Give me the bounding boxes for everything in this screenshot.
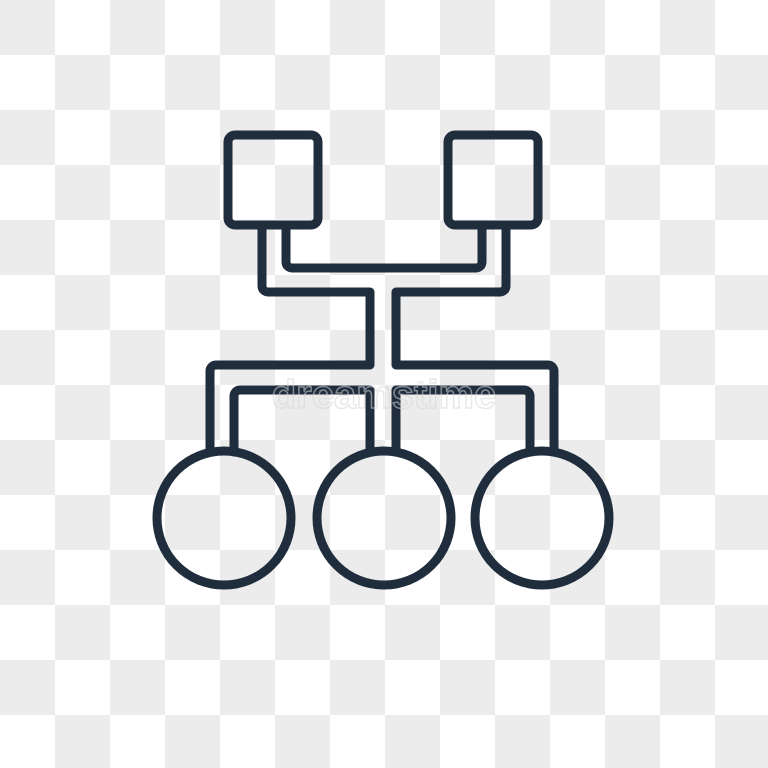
lower-connector-inner-right [391, 385, 535, 457]
icon-strokes [152, 130, 614, 590]
top-left-node-square [223, 130, 323, 230]
upper-connector-outer [205, 220, 375, 457]
lower-connector-inner-left [229, 385, 375, 457]
bottom-left-node-circle [152, 446, 296, 590]
bottom-center-node-circle [312, 446, 456, 590]
upper-connector-right-outer [391, 220, 559, 457]
bottom-right-node-circle [470, 446, 614, 590]
watermark-text: dreamstime [272, 373, 497, 417]
top-right-node-square [443, 130, 543, 230]
upper-connector-inner [281, 220, 487, 273]
